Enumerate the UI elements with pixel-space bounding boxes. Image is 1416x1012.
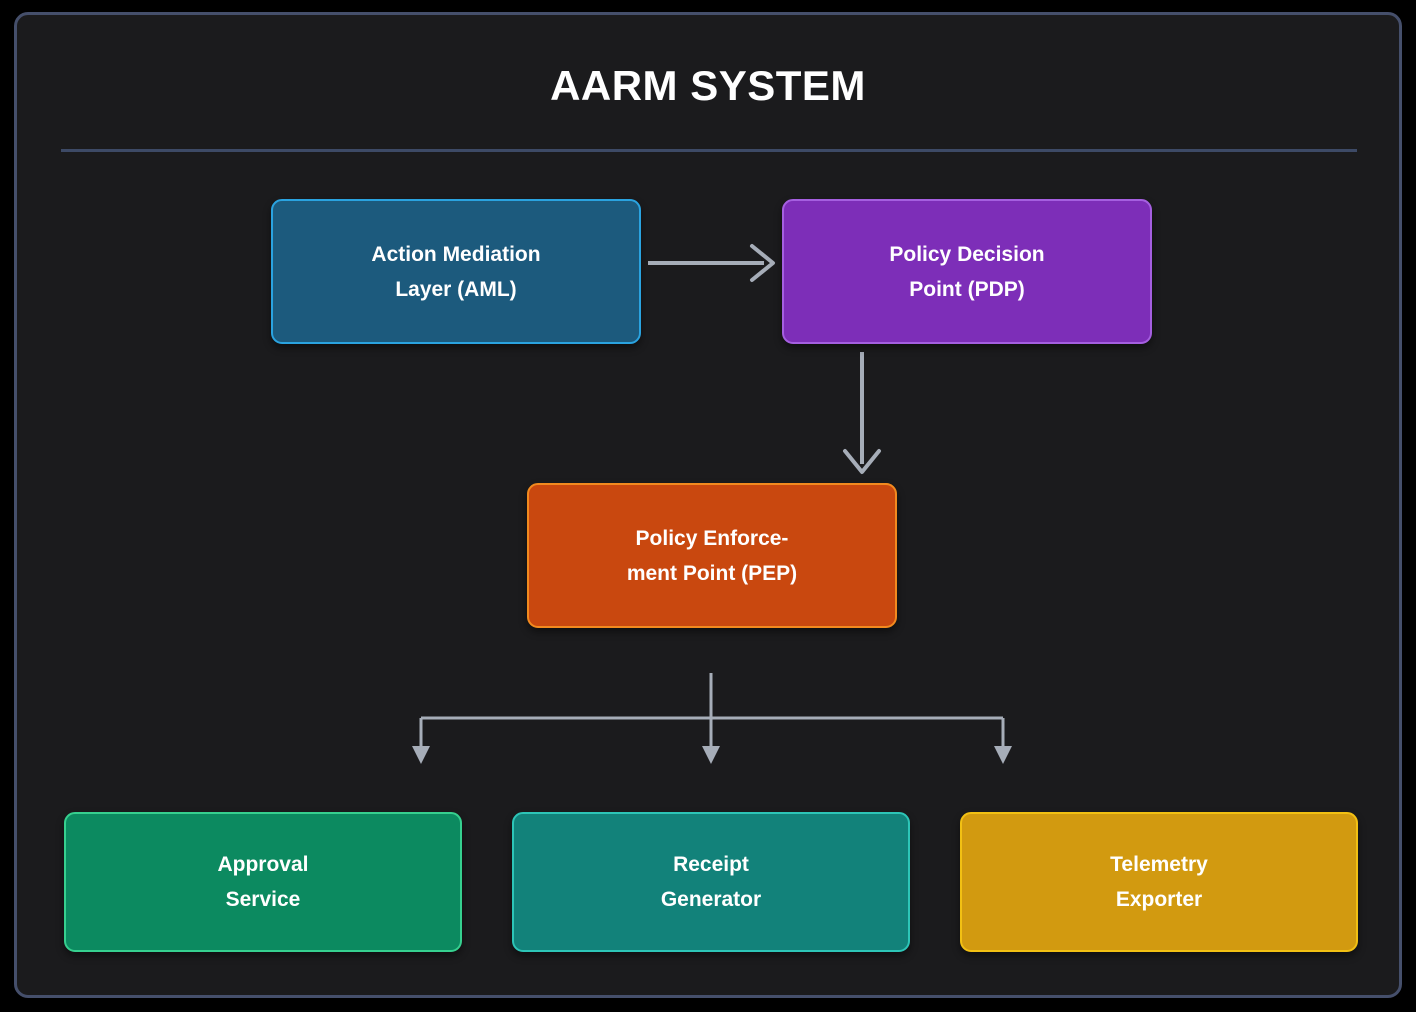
diagram-title: AARM SYSTEM (550, 62, 866, 109)
node-label-line: Approval (217, 853, 309, 876)
node-policy-decision-point: Policy Decision Point (PDP) (782, 199, 1152, 344)
node-label-line: Generator (660, 888, 762, 911)
node-label-line: ment Point (PEP) (626, 561, 798, 585)
node-label-line: Policy Decision (889, 242, 1045, 266)
node-label-line: Service (225, 888, 301, 911)
node-label-line: Layer (AML) (395, 277, 517, 301)
node-telemetry-exporter: Telemetry Exporter (960, 812, 1358, 952)
node-approval-service: Approval Service (64, 812, 462, 952)
node-action-mediation-layer: Action Mediation Layer (AML) (271, 199, 641, 344)
node-label-line: Point (PDP) (909, 277, 1025, 301)
node-label-line: Telemetry (1110, 853, 1208, 876)
node-label-line: Receipt (673, 853, 749, 876)
title-divider (61, 149, 1357, 152)
node-policy-enforcement-point: Policy Enforce- ment Point (PEP) (527, 483, 897, 628)
node-label-line: Exporter (1115, 888, 1203, 911)
node-label-line: Policy Enforce- (635, 526, 789, 550)
node-label-line: Action Mediation (371, 242, 541, 266)
node-receipt-generator: Receipt Generator (512, 812, 910, 952)
